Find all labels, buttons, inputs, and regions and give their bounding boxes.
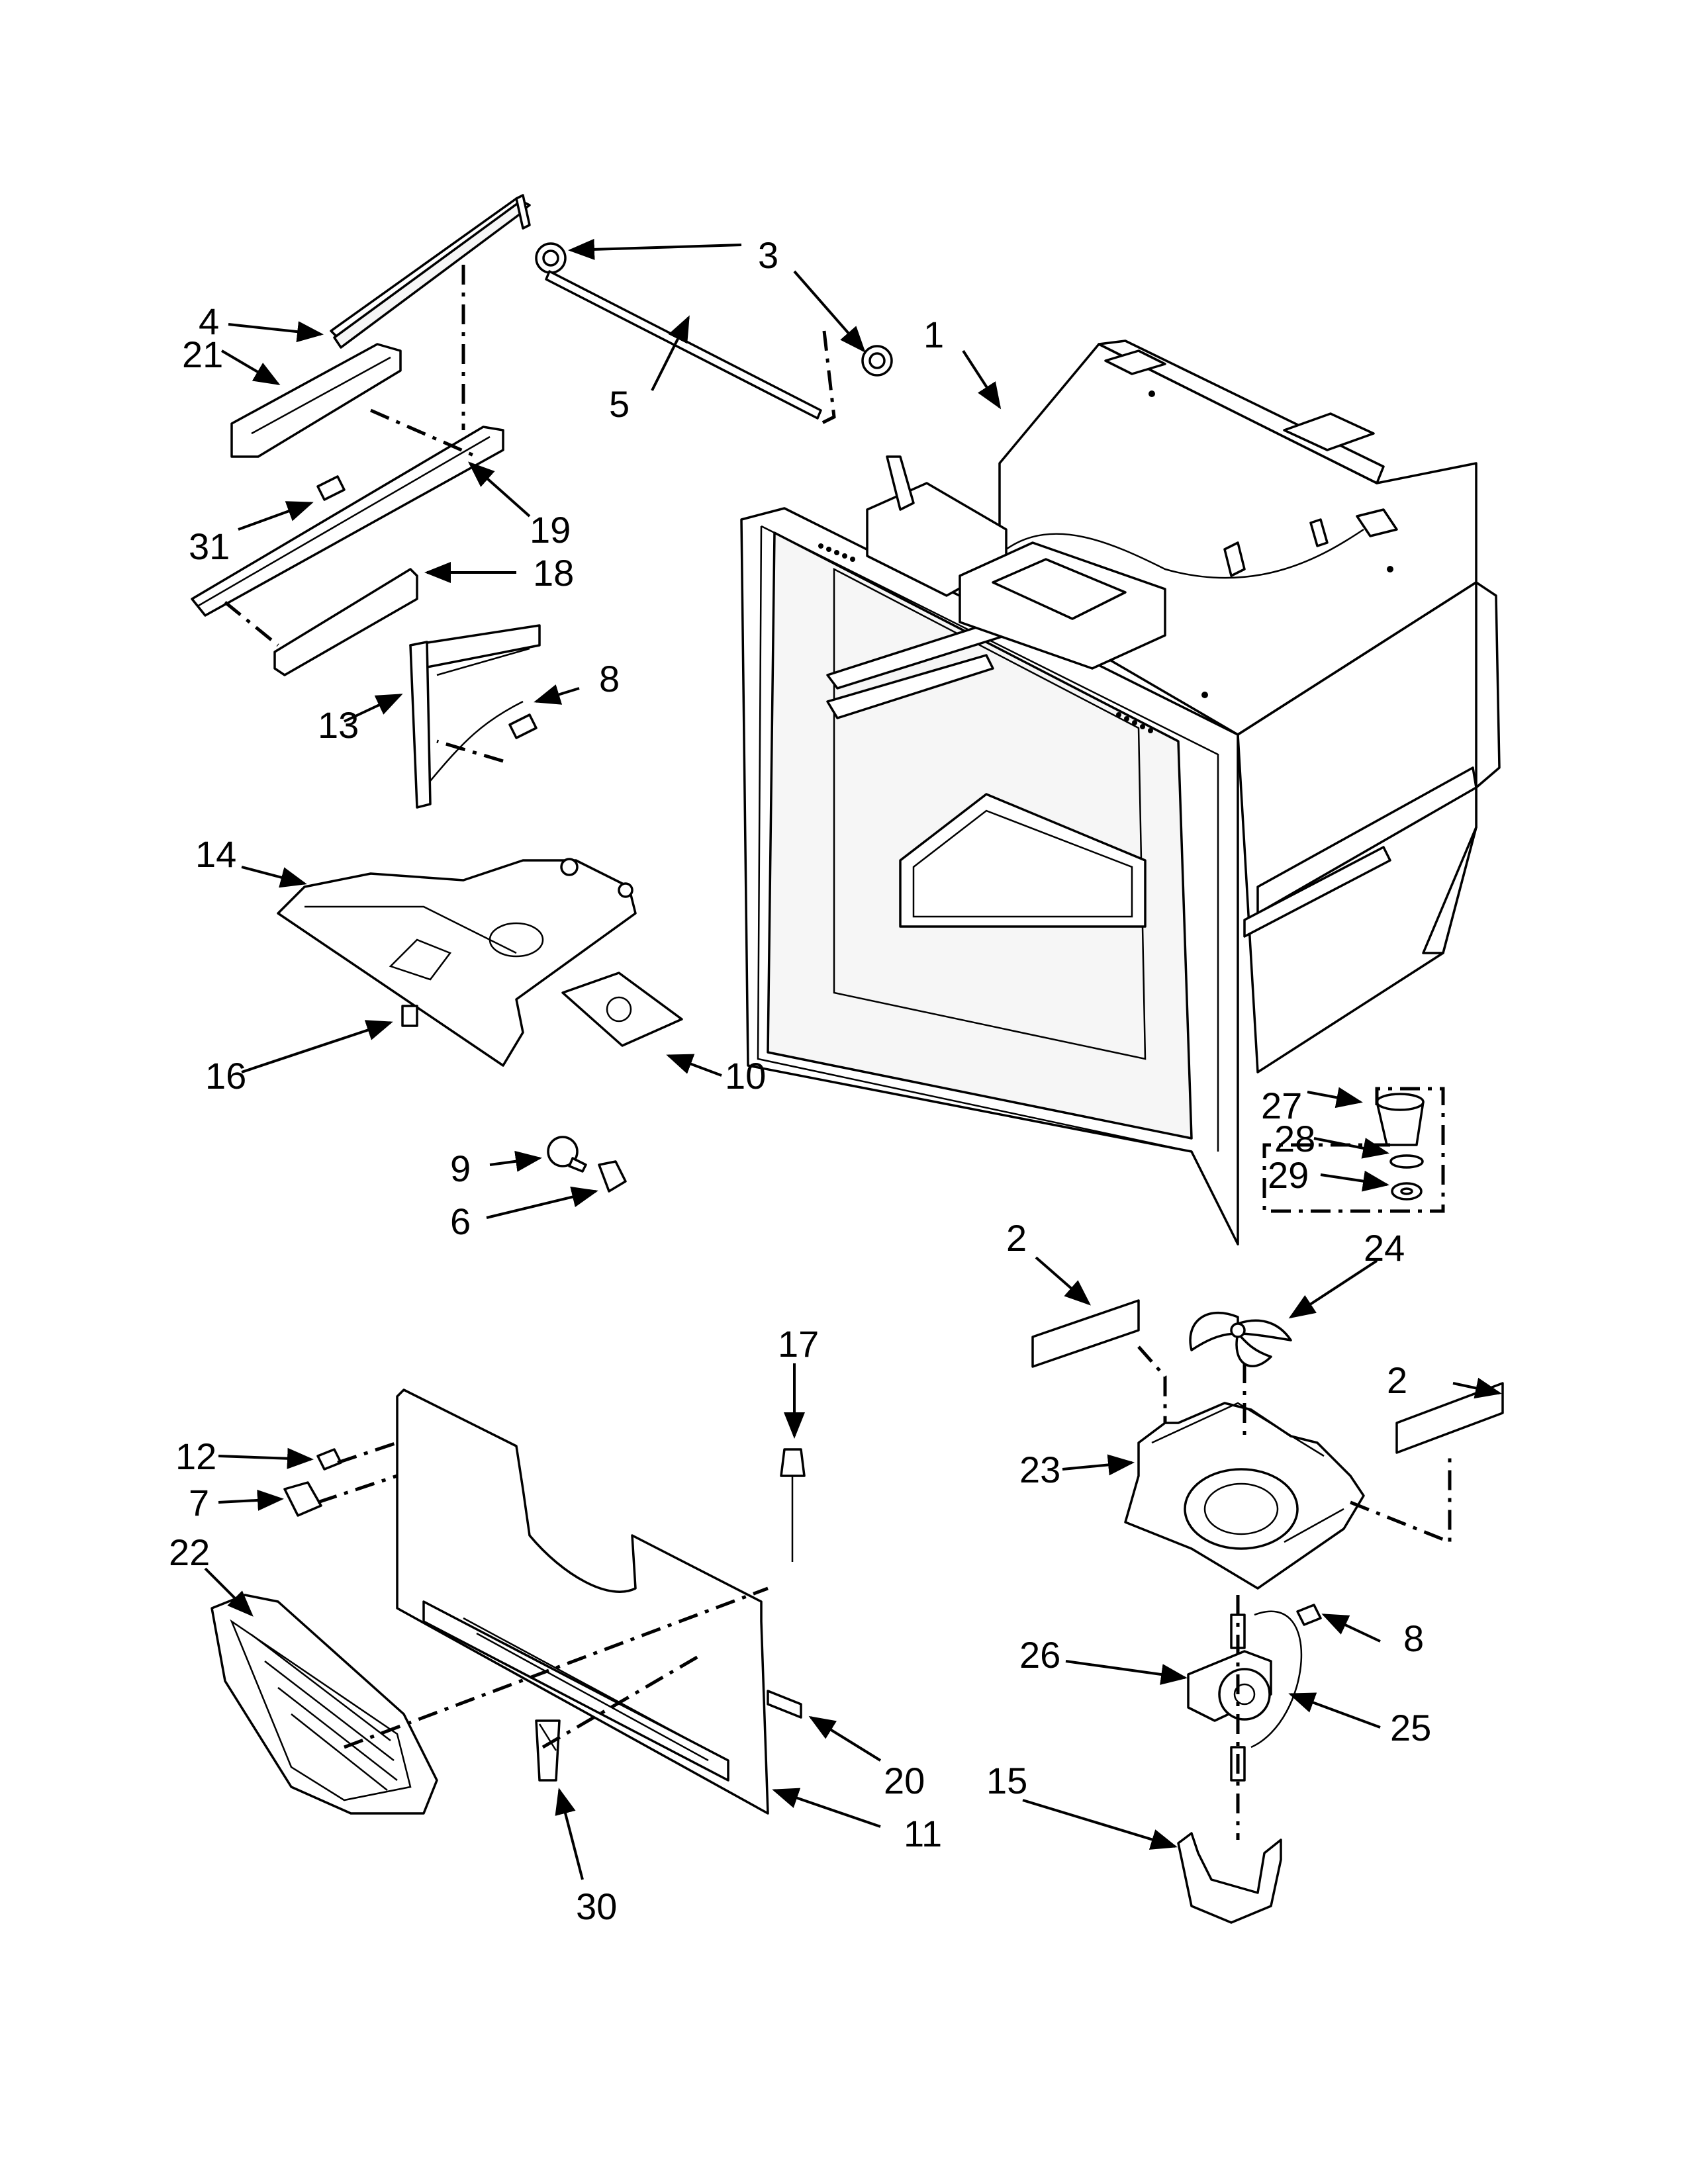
leader-lines — [204, 238, 1502, 1880]
callout-21: 21 — [182, 334, 223, 375]
callout-30: 30 — [576, 1886, 617, 1927]
callout-12: 12 — [175, 1435, 216, 1477]
callout-15: 15 — [986, 1760, 1027, 1801]
callout-labels: 1 2 2 3 4 5 6 7 8 8 9 10 11 12 13 14 15 … — [169, 234, 1431, 1927]
callout-13: 13 — [318, 704, 359, 746]
alignment-lines — [224, 265, 1452, 1840]
callout-20: 20 — [884, 1760, 925, 1801]
control-cover-part — [277, 858, 637, 1067]
callout-2: 2 — [1006, 1217, 1027, 1259]
mounting-bracket-part — [283, 1481, 322, 1517]
callout-8: 8 — [1403, 1617, 1424, 1659]
callout-18: 18 — [533, 552, 574, 594]
callout-27: 27 — [1261, 1085, 1302, 1126]
rear-panel-part — [396, 1388, 769, 1815]
screw-part — [316, 475, 1322, 1626]
callout-25: 25 — [1390, 1707, 1431, 1749]
motor-bracket-part — [1177, 1832, 1282, 1924]
shaft-part — [545, 270, 822, 420]
callout-14: 14 — [195, 833, 236, 875]
thermistor-part — [780, 1448, 806, 1562]
callout-31: 31 — [189, 525, 230, 567]
callout-3: 3 — [758, 234, 778, 276]
clip-part — [535, 1719, 561, 1782]
switch-part — [401, 1005, 418, 1027]
callout-6: 6 — [450, 1201, 471, 1242]
callout-17: 17 — [778, 1323, 819, 1365]
wire-harness-part — [1250, 1610, 1303, 1749]
freezer-liner-part — [740, 340, 1501, 1246]
lower-rail-part — [273, 568, 418, 676]
callout-10: 10 — [725, 1055, 766, 1097]
callout-28: 28 — [1274, 1118, 1315, 1160]
callout-8: 8 — [599, 658, 620, 700]
callout-1: 1 — [923, 314, 944, 355]
callout-7: 7 — [189, 1482, 209, 1524]
fan-housing-part — [1124, 1402, 1365, 1590]
callout-16: 16 — [205, 1055, 246, 1097]
mounting-screw-part — [316, 1448, 342, 1471]
bracket-part — [409, 624, 541, 809]
callout-26: 26 — [1019, 1634, 1060, 1676]
callout-29: 29 — [1268, 1154, 1309, 1196]
fan-blade-part — [1189, 1312, 1292, 1367]
damper-part — [1376, 1093, 1425, 1201]
bulb-part — [547, 1136, 627, 1193]
callout-11: 11 — [904, 1813, 942, 1854]
label-part — [561, 972, 683, 1047]
seal-strip-part — [767, 1690, 802, 1719]
gear-part — [535, 242, 893, 377]
callout-2: 2 — [1387, 1359, 1407, 1401]
callout-23: 23 — [1019, 1449, 1060, 1490]
grille-part — [211, 1594, 438, 1815]
insulation-part — [1031, 1299, 1504, 1454]
callout-4: 4 — [199, 300, 219, 342]
callout-5: 5 — [609, 383, 630, 425]
callout-22: 22 — [169, 1531, 210, 1573]
callout-19: 19 — [530, 509, 571, 551]
callout-24: 24 — [1364, 1227, 1405, 1269]
rail-cover-part — [330, 194, 531, 349]
rail-part — [191, 426, 504, 617]
fan-motor-part — [1187, 1614, 1272, 1782]
slide-part — [230, 343, 402, 458]
callout-9: 9 — [450, 1148, 471, 1189]
